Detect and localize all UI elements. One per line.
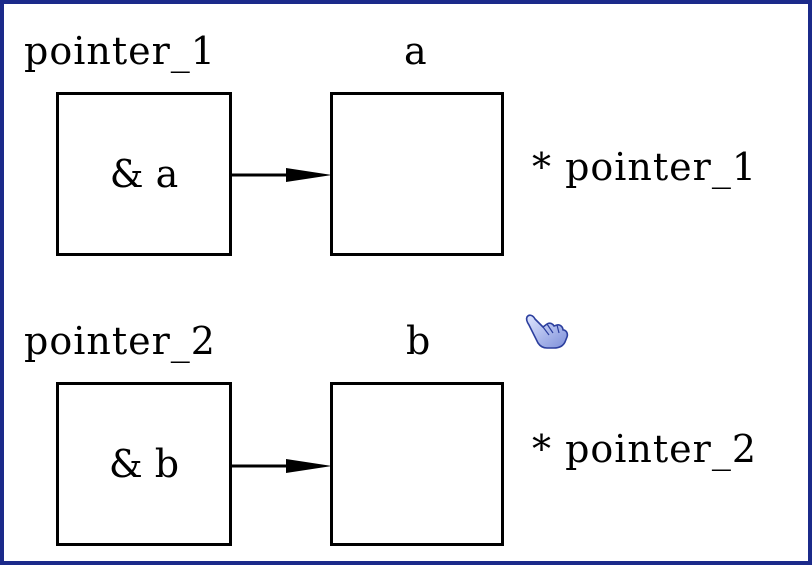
- pointer-1-value: & a: [109, 152, 179, 196]
- pointer-1-box: & a: [56, 92, 232, 256]
- variable-a-label: a: [404, 29, 428, 73]
- pointer-1-label: pointer_1: [24, 29, 216, 73]
- pointer-2-value: & b: [108, 442, 180, 486]
- deref-pointer-1-label: * pointer_1: [532, 145, 758, 189]
- hand-pointer-icon: [525, 314, 569, 349]
- pointer-2-label: pointer_2: [24, 319, 216, 363]
- pointer-1-arrow: [232, 168, 332, 182]
- pointer-2-box: & b: [56, 382, 232, 546]
- deref-pointer-2-label: * pointer_2: [532, 427, 758, 471]
- variable-b-label: b: [406, 319, 432, 363]
- variable-a-box: [330, 92, 504, 256]
- pointer-2-arrow: [232, 459, 332, 473]
- variable-b-box: [330, 382, 504, 546]
